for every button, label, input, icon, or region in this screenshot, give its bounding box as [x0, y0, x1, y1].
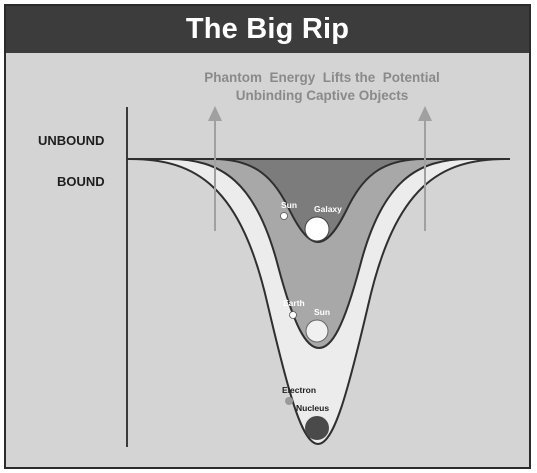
atom-well-large-label: Nucleus — [296, 403, 329, 413]
galaxy-well-large-label: Galaxy — [314, 204, 342, 214]
bound-label: BOUND — [57, 174, 105, 189]
sun-circle — [306, 320, 328, 342]
sun-in-galaxy-dot — [281, 213, 288, 220]
solar-well-small-label: Earth — [283, 298, 305, 308]
galaxy-well-small-label: Sun — [281, 200, 297, 210]
electron-dot — [285, 397, 293, 405]
big-rip-diagram: Phantom Energy Lifts the Potential Unbin… — [6, 6, 531, 469]
caption-line-2: Unbinding Captive Objects — [236, 88, 409, 103]
nucleus-circle — [305, 416, 329, 440]
earth-dot — [290, 312, 297, 319]
caption-line-1: Phantom Energy Lifts the Potential — [204, 70, 440, 85]
galaxy-core-circle — [305, 217, 329, 241]
solar-well-large-label: Sun — [314, 307, 330, 317]
unbound-label: UNBOUND — [38, 133, 104, 148]
diagram-frame: The Big Rip Phantom Energy Lifts the Pot… — [4, 4, 531, 469]
atom-well-small-label: Electron — [282, 385, 316, 395]
